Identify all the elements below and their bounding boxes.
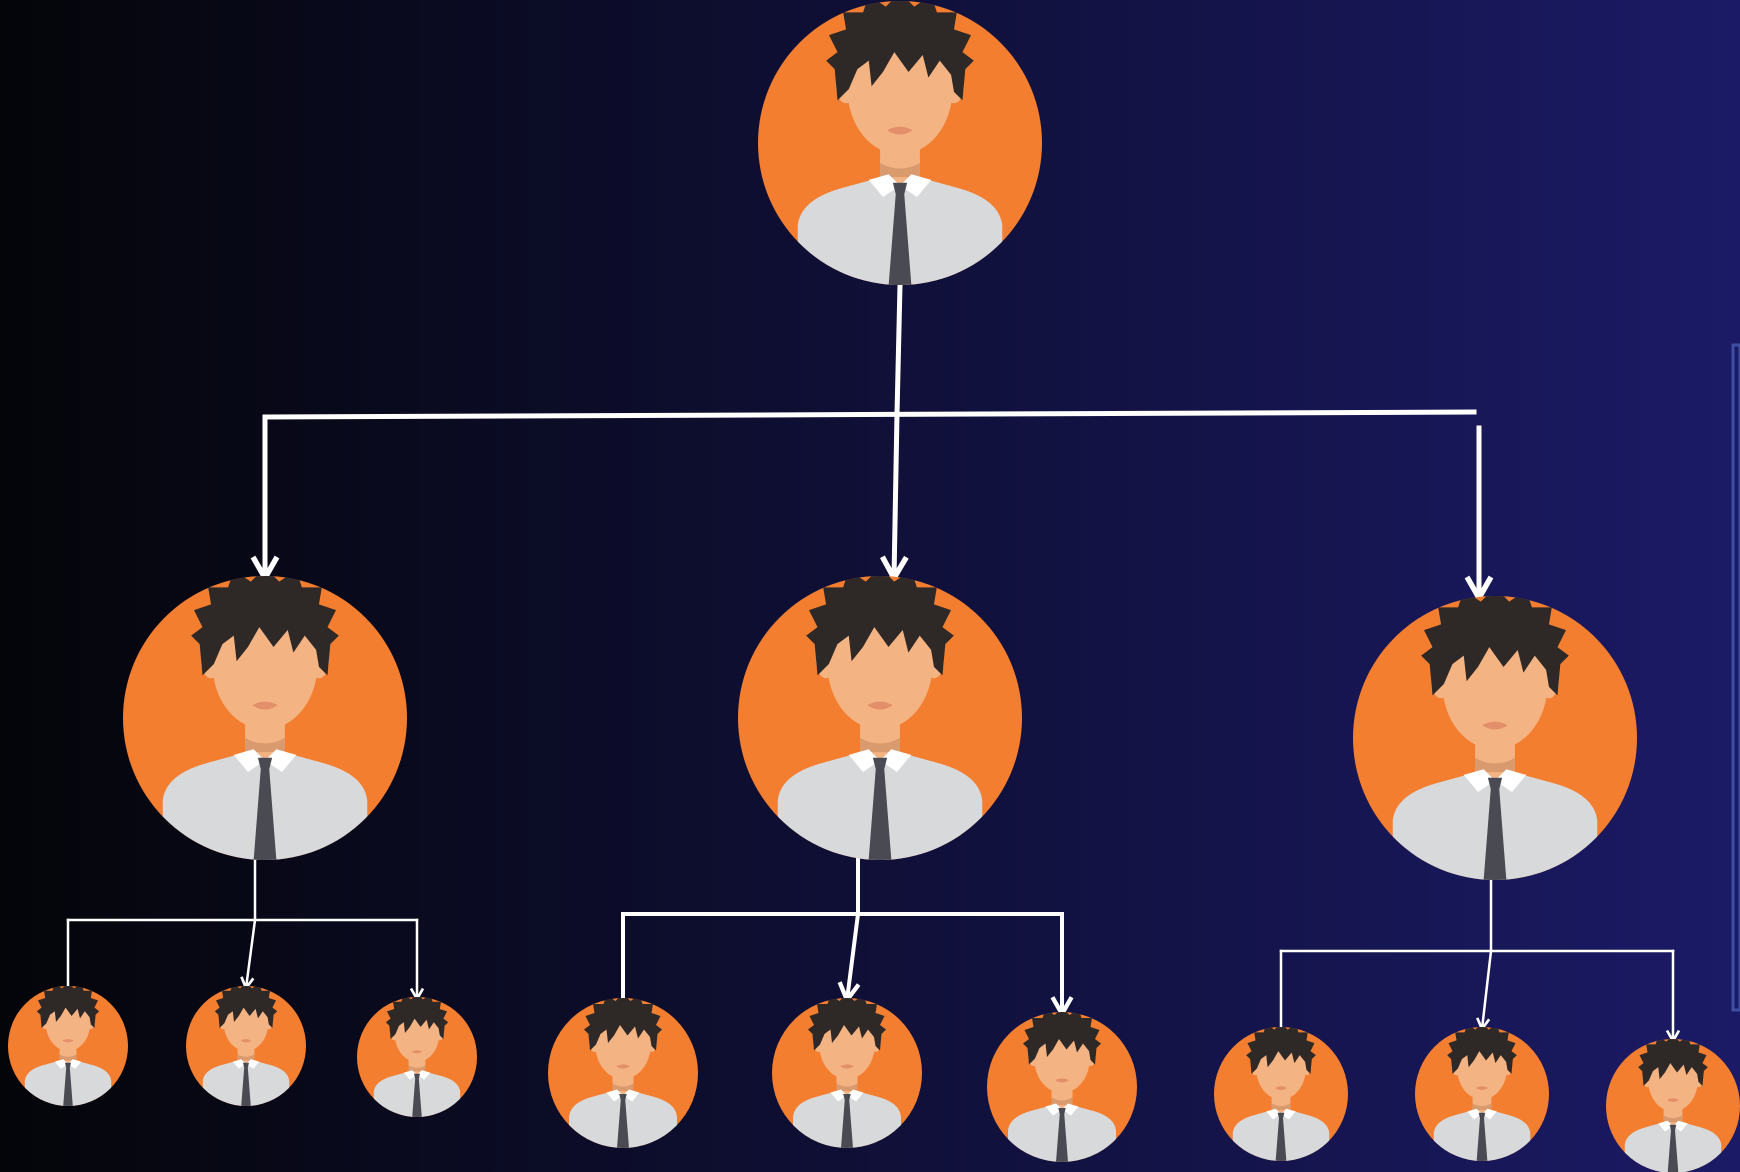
avatar-staff-1-1	[7, 985, 128, 1106]
avatar-manager-1	[122, 575, 407, 860]
avatar-staff-3-1	[1214, 1026, 1348, 1161]
avatar-staff-3-3	[1606, 1038, 1740, 1172]
connector-to-staff-1-2	[240, 918, 257, 991]
avatar-staff-3-2	[1415, 1026, 1549, 1161]
businessman-avatar-icon	[1008, 1012, 1116, 1162]
avatar-staff-1-2	[186, 985, 306, 1106]
avatar-staff-2-2	[772, 998, 922, 1148]
businessman-avatar-icon	[373, 996, 461, 1117]
connector-to-manager-2	[880, 411, 909, 584]
avatar-ceo	[758, 0, 1042, 285]
businessman-avatar-icon	[777, 575, 983, 860]
avatar-manager-2	[738, 575, 1022, 860]
connector-lines	[66, 282, 1681, 1044]
side-panel-edge	[1731, 343, 1740, 1012]
avatar-staff-1-3	[357, 996, 477, 1117]
avatar-manager-3	[1353, 595, 1637, 880]
businessman-avatar-icon	[24, 985, 112, 1106]
businessman-avatar-icon	[1232, 1026, 1330, 1161]
businessman-avatar-icon	[569, 998, 677, 1148]
businessman-avatar-icon	[202, 985, 290, 1106]
avatar-staff-2-1	[548, 998, 698, 1148]
connector-to-staff-3-2	[1476, 949, 1493, 1032]
businessman-avatar-icon	[162, 575, 368, 860]
avatar-nodes	[7, 0, 1740, 1172]
businessman-avatar-icon	[1624, 1038, 1722, 1172]
businessman-avatar-icon	[797, 0, 1003, 285]
businessman-avatar-icon	[1433, 1026, 1531, 1161]
connector-root-bus	[262, 409, 1477, 420]
avatar-staff-2-3	[987, 1012, 1137, 1162]
connector-to-staff-2-2	[837, 911, 861, 1005]
businessman-avatar-icon	[793, 998, 901, 1148]
connector-root-stem	[894, 282, 903, 417]
businessman-avatar-icon	[1392, 595, 1598, 880]
